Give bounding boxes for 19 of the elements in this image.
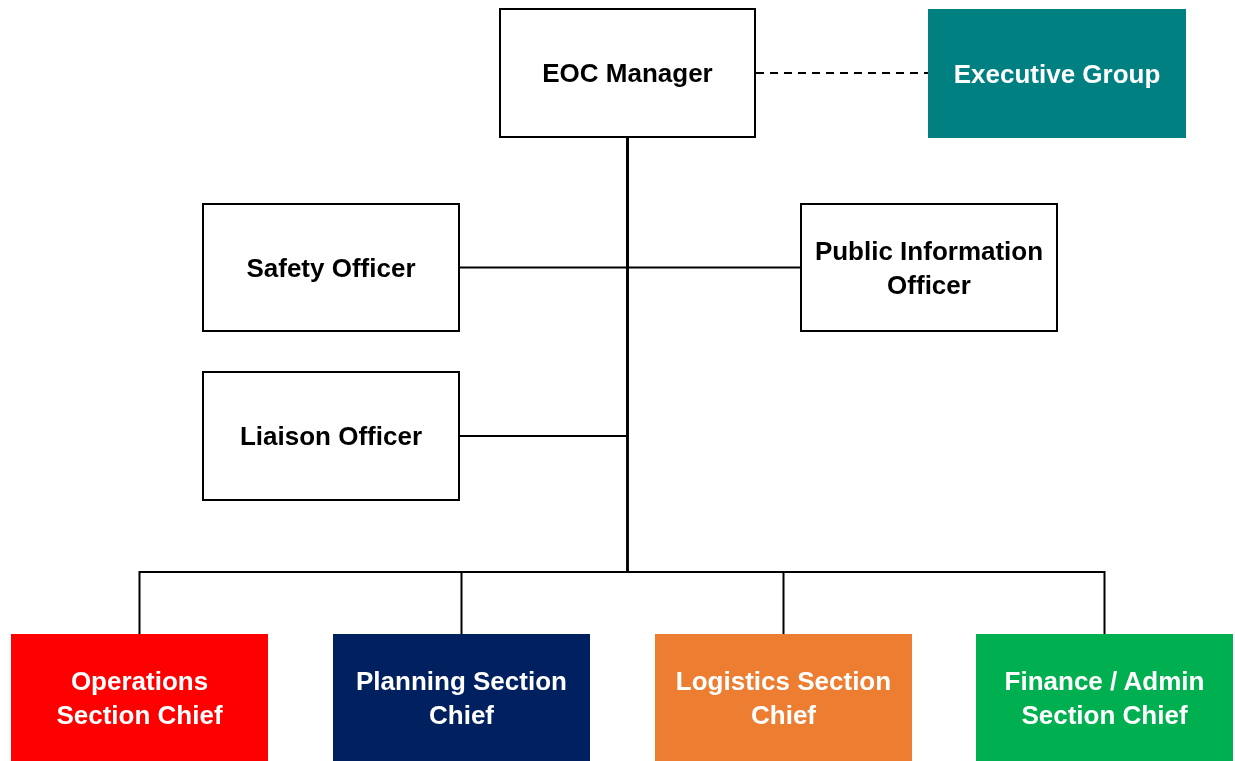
role-title: Public Information Officer — [813, 234, 1045, 302]
role-title: Safety Officer — [246, 251, 416, 285]
section-box — [655, 634, 912, 761]
role-title: Finance / Admin Section Chief — [1003, 664, 1206, 732]
role-title: Operations Section Chief — [55, 664, 224, 732]
role-title: Liaison Officer — [239, 420, 422, 453]
section-box — [333, 634, 590, 761]
section-box — [11, 634, 268, 761]
section-box — [976, 634, 1233, 761]
role-box — [499, 8, 756, 138]
section-box — [928, 9, 1186, 138]
role-title: Logistics Section Chief — [674, 664, 893, 732]
role-box — [202, 371, 460, 501]
role-title: EOC Manager — [542, 57, 713, 90]
role-title: Planning Section Chief — [355, 664, 568, 732]
dashed-connector — [755, 72, 929, 74]
role-title: Executive Group — [953, 57, 1161, 91]
role-box — [800, 203, 1058, 332]
role-box — [202, 203, 460, 332]
